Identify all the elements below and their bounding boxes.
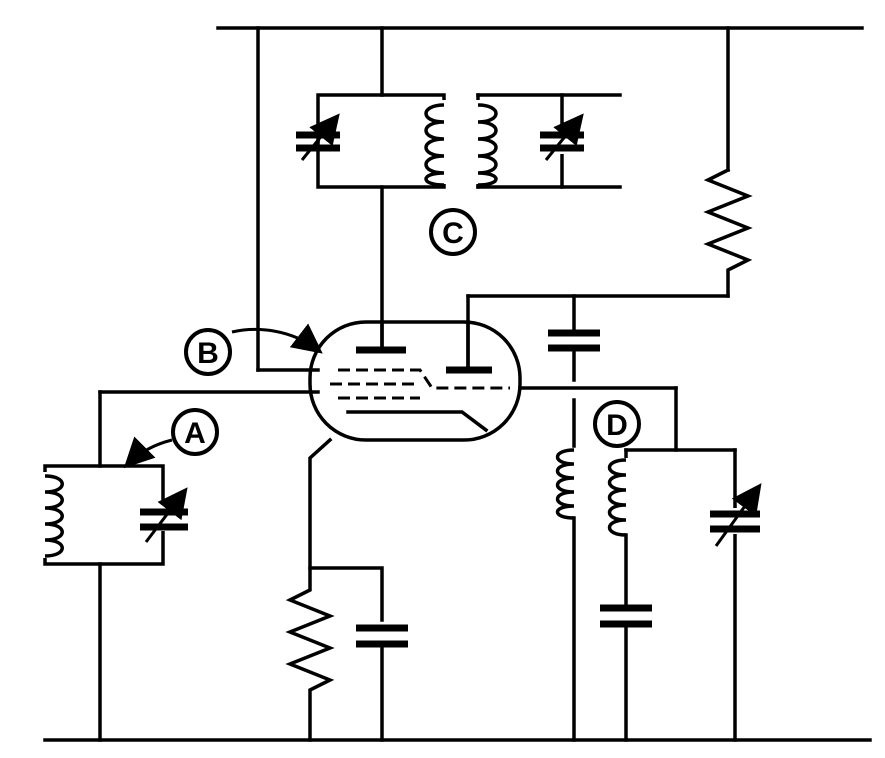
oscillator-fixed-capacitor bbox=[600, 604, 652, 742]
label-b: B bbox=[184, 323, 323, 376]
label-d-text: D bbox=[606, 409, 628, 442]
grid-input-lines bbox=[98, 386, 678, 468]
vacuum-tube bbox=[308, 320, 522, 442]
secondary-coil bbox=[472, 100, 502, 187]
oscillator-tuned-circuit bbox=[624, 386, 737, 742]
cathode-resistor bbox=[285, 566, 335, 742]
oscillator-variable-capacitor bbox=[710, 483, 762, 547]
screen-grid-resistor bbox=[466, 167, 753, 370]
oscillator-coil bbox=[606, 458, 634, 606]
cathode-bypass-capacitor bbox=[356, 624, 408, 742]
primary-variable-capacitor bbox=[296, 113, 340, 161]
cathode-lead bbox=[308, 437, 384, 622]
tickler-coil-left bbox=[555, 398, 582, 742]
label-d: D bbox=[593, 400, 641, 448]
primary-coil bbox=[420, 100, 450, 187]
label-b-text: B bbox=[197, 337, 219, 370]
supply-feed-lines bbox=[256, 26, 730, 372]
input-variable-capacitor bbox=[140, 487, 188, 543]
label-c: C bbox=[429, 208, 477, 256]
screen-bypass-capacitor bbox=[548, 294, 600, 382]
label-a: A bbox=[123, 408, 219, 469]
label-a-text: A bbox=[184, 417, 206, 450]
secondary-variable-capacitor bbox=[540, 113, 584, 161]
input-coil bbox=[38, 472, 68, 558]
label-c-text: C bbox=[442, 217, 464, 250]
